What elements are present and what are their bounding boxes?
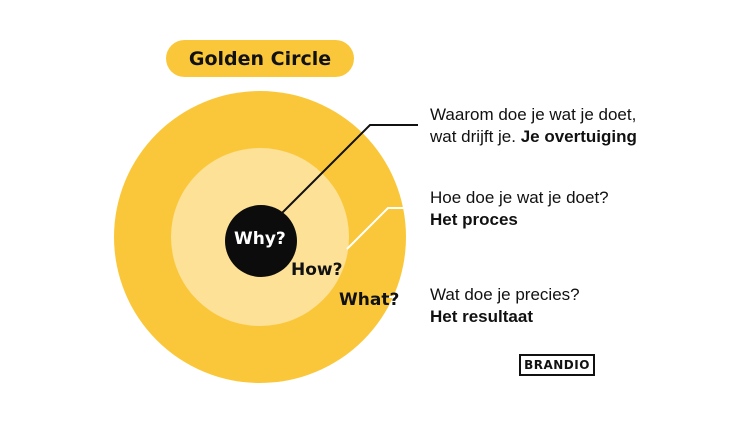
how-annotation-line1: Hoe doe je wat je doet? (430, 188, 609, 207)
title-pill: Golden Circle (166, 40, 354, 77)
why-core (225, 205, 297, 277)
what-annotation-bold: Het resultaat (430, 307, 533, 326)
what-annotation: Wat doe je precies? Het resultaat (430, 284, 580, 328)
why-annotation-line1: Waarom doe je wat je doet, (430, 105, 637, 124)
what-annotation-line1: Wat doe je precies? (430, 285, 580, 304)
how-annotation-line2: Het proces (430, 209, 609, 231)
why-annotation-line2: wat drijft je. Je overtuiging (430, 126, 637, 148)
why-label: Why? (234, 229, 286, 249)
how-annotation-bold: Het proces (430, 210, 518, 229)
what-annotation-line2: Het resultaat (430, 306, 580, 328)
why-connector-line (281, 124, 418, 214)
how-annotation: Hoe doe je wat je doet? Het proces (430, 187, 609, 231)
why-annotation: Waarom doe je wat je doet, wat drijft je… (430, 104, 637, 148)
why-annotation-line2-text: wat drijft je. (430, 127, 521, 146)
what-label: What? (339, 290, 400, 310)
why-annotation-bold: Je overtuiging (520, 127, 637, 146)
how-connector-line (346, 207, 418, 250)
diagram-title: Golden Circle (188, 47, 332, 70)
brandio-logo: BRANDIO (519, 354, 595, 376)
how-label: How? (291, 260, 343, 280)
